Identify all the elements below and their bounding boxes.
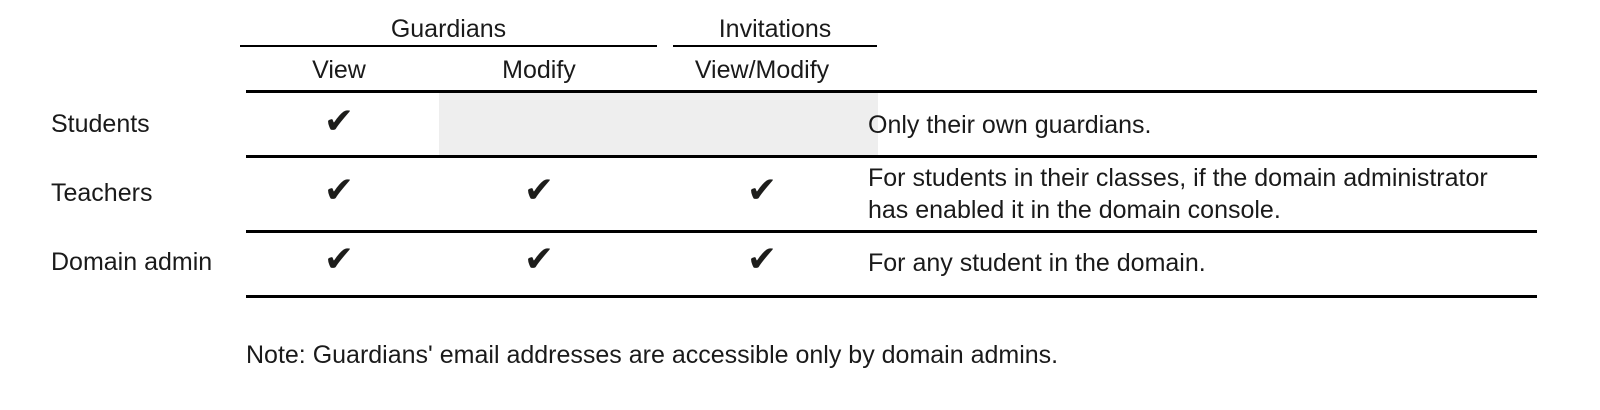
column-header-invitations-view-modify: View/Modify [694,56,830,84]
column-header-guardians-view: View [312,56,366,84]
check-icon-domain-admin-guardians-view: ✔ [323,239,355,280]
group-rule-guardians [240,45,657,47]
table-rule-after-teachers [246,230,1537,233]
table-rule-bottom [246,295,1537,298]
check-icon-students-guardians-view: ✔ [323,101,355,142]
row-header-students: Students [51,110,150,138]
row-notes-students: Only their own guardians. [868,111,1152,139]
table-footnote: Note: Guardians' email addresses are acc… [246,341,1059,369]
check-icon-teachers-guardians-view: ✔ [323,170,355,211]
row-notes-teachers: For students in their classes, if the do… [868,164,1488,224]
row-header-domain-admin: Domain admin [51,248,213,276]
row-notes-domain-admin: For any student in the domain. [868,249,1206,277]
check-icon-teachers-guardians-modify: ✔ [523,170,555,211]
column-group-header-guardians: Guardians [390,15,507,43]
cell-shaded-students [439,93,878,156]
column-header-guardians-modify: Modify [502,56,576,84]
table-rule-top [246,90,1537,93]
column-group-header-invitations: Invitations [718,15,832,43]
check-icon-teachers-invitations-view-modify: ✔ [746,170,778,211]
table-rule-after-students [246,155,1537,158]
check-icon-domain-admin-invitations-view-modify: ✔ [746,239,778,280]
check-icon-domain-admin-guardians-modify: ✔ [523,239,555,280]
row-header-teachers: Teachers [51,179,153,207]
group-rule-invitations [673,45,877,47]
